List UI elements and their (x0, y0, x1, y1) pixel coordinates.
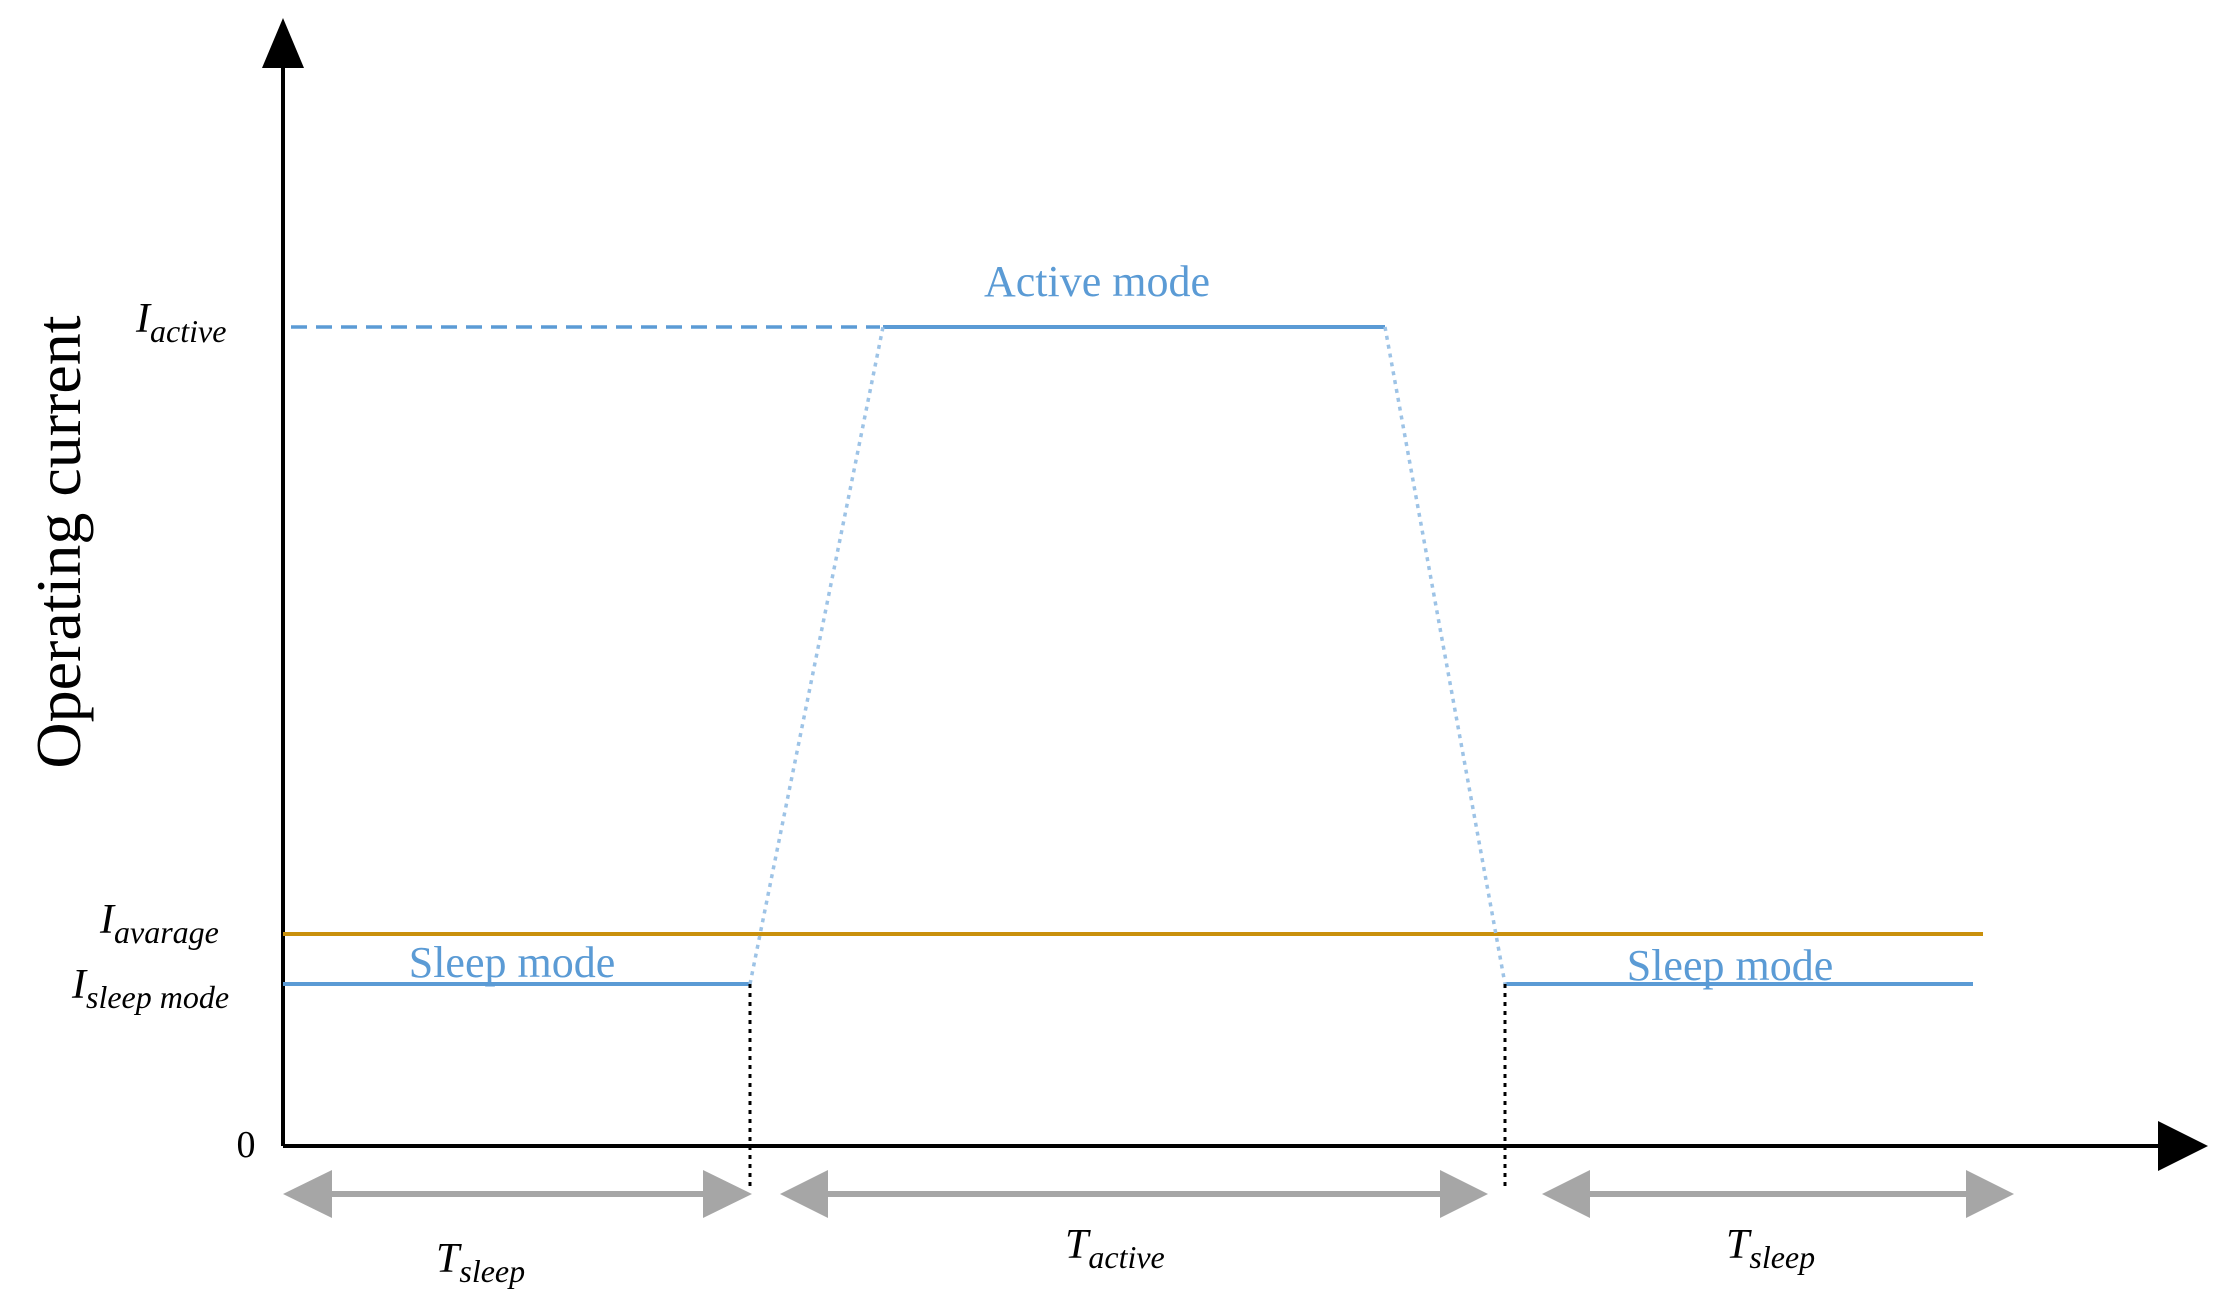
i-average-label: Iavarage (99, 897, 219, 950)
active-mode-label: Active mode (984, 257, 1210, 306)
active-duration-arrow (780, 1170, 1488, 1218)
zero-label: 0 (237, 1124, 256, 1166)
sleep-duration-arrow-left (283, 1170, 752, 1218)
y-axis-title: Operating current (23, 315, 94, 768)
x-axis-arrowhead (2158, 1121, 2208, 1171)
t-sleep-label-right: Tsleep (1726, 1222, 1815, 1275)
t-sleep-label-left: Tsleep (436, 1236, 525, 1289)
sleep-duration-arrow-right (1542, 1170, 2014, 1218)
i-active-label: Iactive (135, 296, 226, 349)
sleep-mode-label-right: Sleep mode (1627, 941, 1834, 990)
sleep-mode-label-left: Sleep mode (409, 938, 616, 987)
i-sleep-label: Isleep mode (71, 962, 229, 1015)
t-active-label: Tactive (1065, 1222, 1165, 1275)
y-axis-arrowhead (262, 18, 304, 68)
falling-transition (1383, 326, 1507, 985)
rising-transition (748, 326, 885, 985)
